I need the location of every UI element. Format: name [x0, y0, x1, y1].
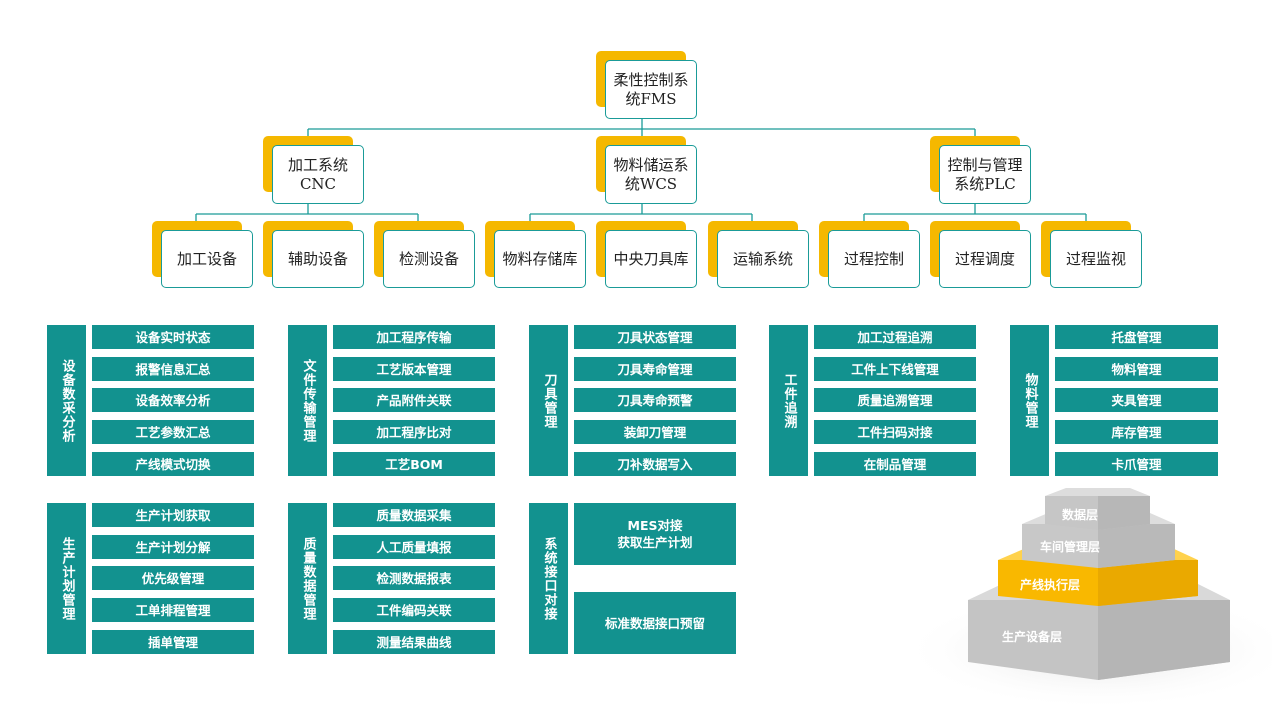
l2-node-label: 加工系统CNC — [272, 145, 364, 204]
module-item: 刀具寿命预警 — [574, 388, 736, 412]
module-item: 质量数据采集 — [333, 503, 495, 527]
module-item: 加工过程追溯 — [814, 325, 976, 349]
module-item: 生产计划分解 — [92, 535, 254, 559]
module-quality-data: 质量数据管理 质量数据采集 人工质量填报 检测数据报表 工件编码关联 测量结果曲… — [288, 503, 495, 654]
module-item: 检测数据报表 — [333, 566, 495, 590]
module-tool-management: 刀具管理 刀具状态管理 刀具寿命管理 刀具寿命预警 装卸刀管理 刀补数据写入 — [529, 325, 736, 476]
l3-node-label: 运输系统 — [717, 230, 809, 288]
module-item: 刀具寿命管理 — [574, 357, 736, 381]
l3-node: 过程监视 — [1041, 221, 1142, 288]
module-workpiece-trace: 工件追溯 加工过程追溯 工件上下线管理 质量追溯管理 工件扫码对接 在制品管理 — [769, 325, 976, 476]
l3-node-label: 中央刀具库 — [605, 230, 697, 288]
module-material-management: 物料管理 托盘管理 物料管理 夹具管理 库存管理 卡爪管理 — [1010, 325, 1218, 476]
l3-node-label: 物料存储库 — [494, 230, 586, 288]
module-title: 物料管理 — [1010, 325, 1049, 476]
module-item: 工单排程管理 — [92, 598, 254, 622]
module-item: 在制品管理 — [814, 452, 976, 476]
module-title: 生产计划管理 — [47, 503, 86, 654]
module-file-transfer: 文件传输管理 加工程序传输 工艺版本管理 产品附件关联 加工程序比对 工艺BOM — [288, 325, 495, 476]
module-item: 产品附件关联 — [333, 388, 495, 412]
module-item: 生产计划获取 — [92, 503, 254, 527]
l3-node: 检测设备 — [374, 221, 475, 288]
module-item: 卡爪管理 — [1055, 452, 1218, 476]
pyramid-label-workshop: 车间管理层 — [1040, 539, 1100, 554]
pyramid-label-equipment: 生产设备层 — [1002, 629, 1062, 644]
l3-node: 过程调度 — [930, 221, 1031, 288]
module-item: 质量追溯管理 — [814, 388, 976, 412]
module-item: 优先级管理 — [92, 566, 254, 590]
module-title: 质量数据管理 — [288, 503, 327, 654]
module-item: 物料管理 — [1055, 357, 1218, 381]
module-title: 工件追溯 — [769, 325, 808, 476]
module-item: 工艺BOM — [333, 452, 495, 476]
pyramid-layer-top — [1045, 488, 1150, 530]
l2-node-label: 物料储运系统WCS — [605, 145, 697, 204]
module-item: 人工质量填报 — [333, 535, 495, 559]
l2-node-label: 控制与管理系统PLC — [939, 145, 1031, 204]
l3-node-label: 辅助设备 — [272, 230, 364, 288]
l3-node: 加工设备 — [152, 221, 253, 288]
module-item: 夹具管理 — [1055, 388, 1218, 412]
l3-node: 过程控制 — [819, 221, 920, 288]
l3-node: 辅助设备 — [263, 221, 364, 288]
module-item: 库存管理 — [1055, 420, 1218, 444]
module-item: 插单管理 — [92, 630, 254, 654]
module-item: 标准数据接口预留 — [574, 592, 736, 654]
root-node-label: 柔性控制系统FMS — [605, 60, 697, 119]
module-item: 工艺参数汇总 — [92, 420, 254, 444]
module-item: 工件上下线管理 — [814, 357, 976, 381]
module-item: 刀补数据写入 — [574, 452, 736, 476]
module-item: 托盘管理 — [1055, 325, 1218, 349]
l3-node-label: 加工设备 — [161, 230, 253, 288]
l3-node: 中央刀具库 — [596, 221, 697, 288]
module-item: 产线模式切换 — [92, 452, 254, 476]
module-system-interface: 系统接口对接 MES对接 获取生产计划 标准数据接口预留 — [529, 503, 736, 654]
l3-node-label: 过程监视 — [1050, 230, 1142, 288]
l3-node: 运输系统 — [708, 221, 809, 288]
module-item: 加工程序比对 — [333, 420, 495, 444]
l3-node-label: 过程调度 — [939, 230, 1031, 288]
pyramid-label-data: 数据层 — [1062, 507, 1098, 522]
module-item: 刀具状态管理 — [574, 325, 736, 349]
module-item: 加工程序传输 — [333, 325, 495, 349]
l3-node: 物料存储库 — [485, 221, 586, 288]
module-item: 工件编码关联 — [333, 598, 495, 622]
module-item: 测量结果曲线 — [333, 630, 495, 654]
module-item: 设备实时状态 — [92, 325, 254, 349]
pyramid-label-execution: 产线执行层 — [1020, 577, 1080, 592]
module-title: 系统接口对接 — [529, 503, 568, 654]
module-title: 文件传输管理 — [288, 325, 327, 476]
module-item: 报警信息汇总 — [92, 357, 254, 381]
l3-node-label: 过程控制 — [828, 230, 920, 288]
module-item: 设备效率分析 — [92, 388, 254, 412]
module-production-plan: 生产计划管理 生产计划获取 生产计划分解 优先级管理 工单排程管理 插单管理 — [47, 503, 254, 654]
module-item: MES对接 获取生产计划 — [574, 503, 736, 565]
module-item: 工艺版本管理 — [333, 357, 495, 381]
module-title: 设备数采分析 — [47, 325, 86, 476]
l2-node-cnc: 加工系统CNC — [263, 136, 364, 204]
module-title: 刀具管理 — [529, 325, 568, 476]
module-equipment-data: 设备数采分析 设备实时状态 报警信息汇总 设备效率分析 工艺参数汇总 产线模式切… — [47, 325, 254, 476]
l2-node-plc: 控制与管理系统PLC — [930, 136, 1031, 204]
module-item: 装卸刀管理 — [574, 420, 736, 444]
l2-node-wcs: 物料储运系统WCS — [596, 136, 697, 204]
l3-node-label: 检测设备 — [383, 230, 475, 288]
module-item: 工件扫码对接 — [814, 420, 976, 444]
root-node: 柔性控制系统FMS — [596, 51, 697, 119]
